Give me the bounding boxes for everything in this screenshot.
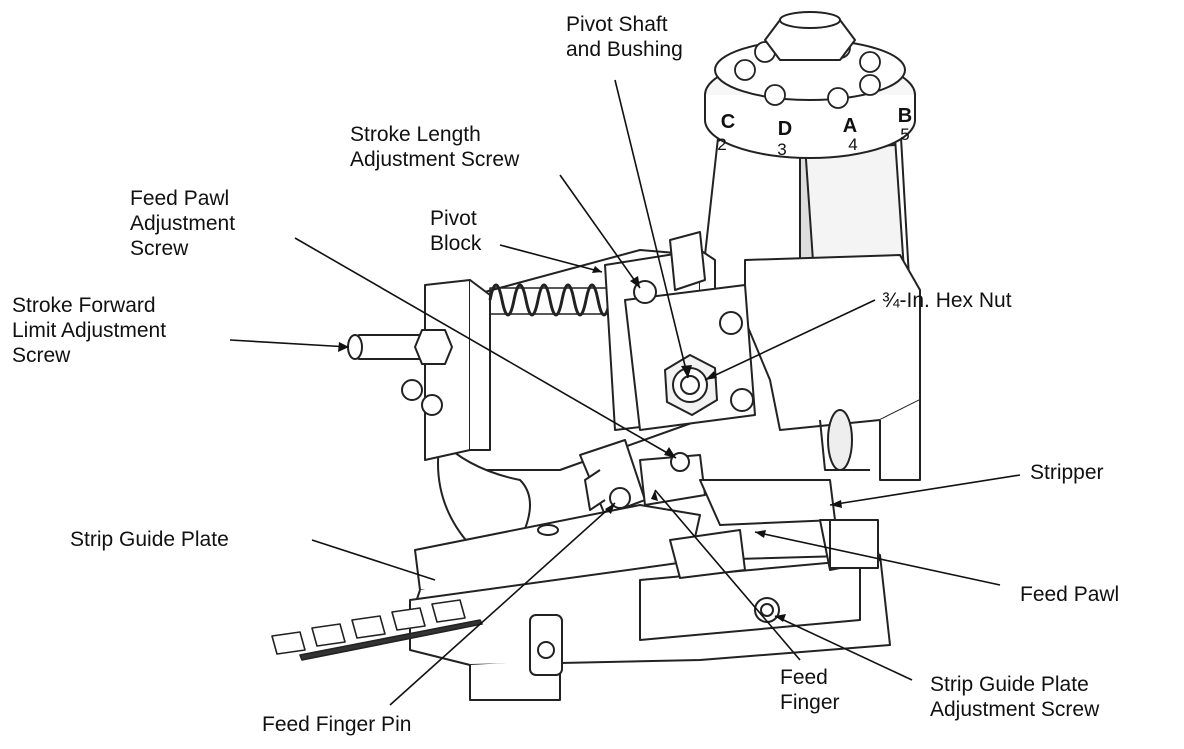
leader-feed-pawl — [754, 531, 1001, 586]
label-hex-nut: ¾-In. Hex Nut — [882, 289, 1012, 312]
dial-letter-d: D — [778, 118, 792, 140]
plate-screw-top — [719, 311, 743, 335]
leader-stroke-forward — [229, 339, 350, 348]
label-strip-guide-plate: Strip Guide Plate — [70, 528, 229, 551]
leader-stripper — [829, 474, 1021, 506]
leader-feed-finger — [654, 489, 801, 661]
dial-number-4: 4 — [848, 135, 857, 154]
base-rail — [409, 529, 891, 701]
dial-letter-a: A — [843, 115, 857, 137]
label-feed-finger: Feed Finger — [780, 666, 840, 714]
dial-hole — [827, 87, 849, 109]
dial-number-3: 3 — [777, 140, 786, 159]
leader-strip-guide-plate — [311, 539, 436, 581]
leader-strip-guide-adj — [774, 615, 913, 681]
label-stroke-forward-limit-adjustment-screw: Stroke Forward Limit Adjustment Screw — [12, 294, 167, 367]
leader-lines — [229, 79, 1021, 706]
dial-hole — [764, 84, 786, 106]
stroke-forward-screw — [347, 329, 453, 365]
stripper-shape — [699, 479, 881, 571]
bracket-screw-1 — [401, 379, 423, 401]
label-pivot-shaft-and-bushing: Pivot Shaft and Bushing — [566, 13, 683, 61]
label-feed-finger-pin: Feed Finger Pin — [262, 713, 412, 736]
label-feed-pawl-adjustment-screw: Feed Pawl Adjustment Screw — [130, 187, 236, 260]
feed-finger-assembly — [579, 439, 706, 516]
dial-number-2: 2 — [717, 135, 726, 154]
dial-letter-c: C — [721, 111, 735, 133]
right-block — [744, 254, 921, 431]
label-strip-guide-plate-adjustment-screw: Strip Guide Plate Adjustment Screw — [930, 673, 1100, 721]
stroke-forward-bracket — [424, 279, 471, 461]
dial-number-5: 5 — [900, 125, 909, 144]
lower-housing-curve — [437, 439, 531, 546]
dial: C D A B 2 3 4 5 — [704, 11, 916, 159]
leader-pivot-shaft — [614, 79, 689, 379]
label-stroke-length-adjustment-screw: Stroke Length Adjustment Screw — [350, 123, 520, 171]
label-feed-pawl: Feed Pawl — [1020, 583, 1120, 606]
spring — [488, 283, 624, 317]
leader-feed-finger-pin — [389, 502, 616, 706]
leader-pivot-block — [499, 244, 603, 273]
dial-hole — [859, 74, 881, 96]
dial-hole — [734, 59, 756, 81]
label-pivot-block: Pivot Block — [430, 207, 482, 255]
leader-feed-pawl-adj — [294, 237, 677, 459]
strip-guide-bolt — [537, 524, 559, 536]
leader-hex-nut — [704, 299, 876, 381]
bracket-screw-2 — [421, 394, 443, 416]
terminal-strip — [271, 599, 483, 661]
label-stripper: Stripper — [1030, 461, 1104, 484]
pivot-plate — [624, 280, 756, 431]
plate-screw-right — [730, 388, 754, 412]
arrowheads — [338, 266, 842, 622]
leader-stroke-length — [559, 174, 641, 289]
dial-letter-b: B — [898, 105, 912, 127]
dial-hole — [859, 51, 881, 73]
